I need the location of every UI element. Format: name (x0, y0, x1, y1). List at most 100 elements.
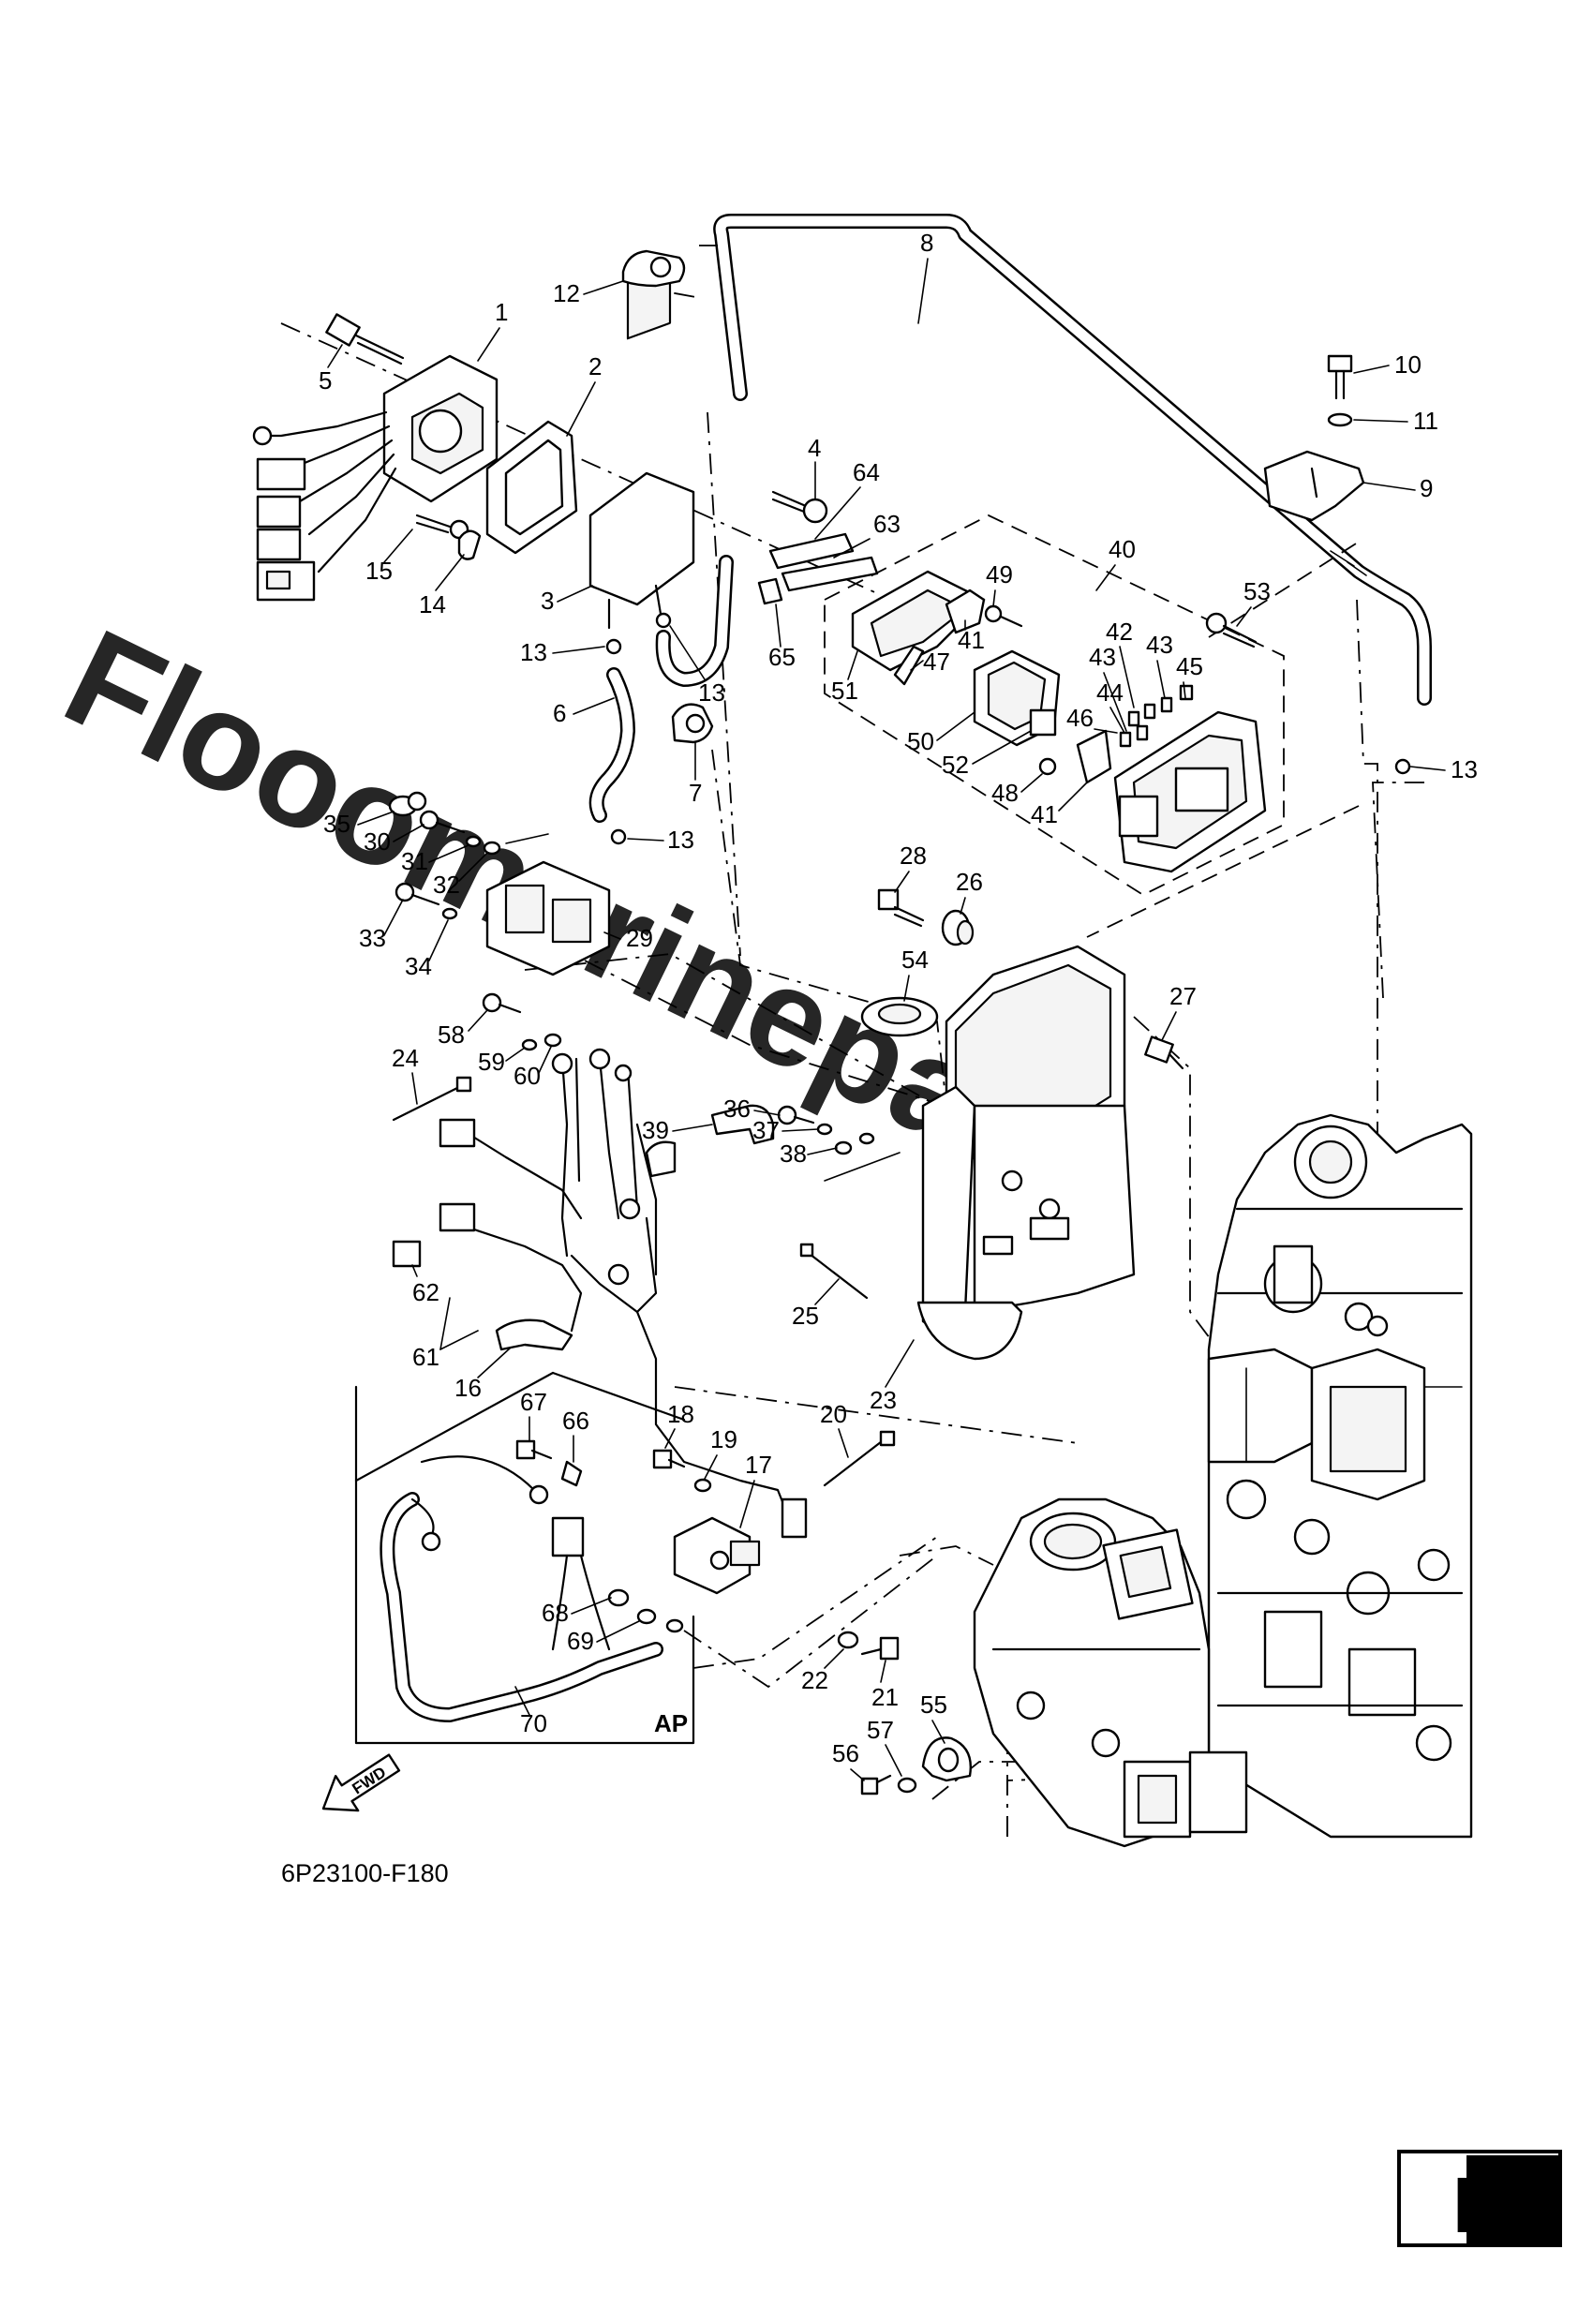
callout-12: 12 (553, 279, 580, 307)
page-tag: E6 (1397, 2150, 1562, 2249)
callout-17: 17 (745, 1451, 772, 1479)
callout-5: 5 (319, 366, 332, 395)
callout-58: 58 (438, 1020, 465, 1049)
part-30-bolt (419, 810, 466, 834)
callout-24: 24 (392, 1044, 419, 1072)
callout-29: 29 (626, 924, 653, 952)
page-tag-label: E6 (1452, 2161, 1549, 2249)
callout-39: 39 (642, 1116, 669, 1144)
callout-40: 40 (1109, 535, 1136, 563)
callout-37: 37 (752, 1116, 780, 1144)
part-26-grommet (941, 909, 975, 946)
callout-46: 46 (1066, 704, 1094, 732)
callout-8: 8 (920, 229, 933, 257)
part-33-bolt (394, 882, 440, 906)
callout-42: 42 (1106, 618, 1133, 646)
part-22-washer (837, 1631, 859, 1649)
callout-56: 56 (832, 1739, 859, 1767)
callout-68: 68 (542, 1599, 569, 1627)
part-47-strip (893, 645, 925, 686)
part-6-hose (588, 667, 635, 823)
part-49-screw (984, 604, 1023, 628)
callout-43b: 43 (1146, 631, 1173, 659)
callout-63: 63 (873, 510, 901, 538)
callout-30: 30 (364, 827, 391, 856)
part-56-bolt (860, 1774, 892, 1795)
callout-36: 36 (723, 1095, 751, 1123)
part-16-clamp (495, 1318, 573, 1351)
callout-15: 15 (365, 557, 393, 585)
part-21-bolt (860, 1636, 900, 1661)
part-52-grommet (1029, 708, 1057, 737)
callout-14: 14 (419, 590, 446, 618)
callout-21: 21 (871, 1683, 899, 1711)
callout-59: 59 (478, 1048, 505, 1076)
part-53-screw (1205, 612, 1258, 648)
callout-67: 67 (520, 1388, 547, 1416)
throttle-body (973, 1497, 1248, 1848)
hose-3-to-8 (655, 555, 734, 687)
callout-38: 38 (780, 1140, 807, 1168)
callout-32: 32 (433, 871, 460, 899)
part-39-elbow (710, 1104, 775, 1145)
part-32-washer (483, 833, 549, 856)
ecu-group-dashed-box (824, 514, 1285, 897)
callout-23: 23 (870, 1386, 897, 1414)
callout-27: 27 (1169, 982, 1197, 1010)
part-9-bracket (1263, 450, 1365, 522)
part-11-washer (1327, 412, 1353, 427)
part-37-washer (816, 1123, 833, 1136)
callout-13b: 13 (698, 678, 725, 707)
callout-62: 62 (412, 1278, 439, 1306)
part-3-bracket (588, 265, 695, 630)
engine-block (1207, 1113, 1473, 1839)
part-17-relay (673, 1497, 808, 1595)
part-14-clip (457, 529, 482, 560)
part-59-washer (521, 1038, 538, 1051)
callout-44: 44 (1096, 678, 1124, 707)
callout-18: 18 (667, 1400, 694, 1428)
callout-11: 11 (1413, 407, 1438, 435)
part-35-cap (388, 791, 427, 817)
part-15-bolt (415, 514, 469, 540)
part-54-grommet (860, 996, 939, 1037)
ecu-unit (1113, 710, 1267, 873)
callout-labels: 1 2 3 4 5 6 7 8 9 10 11 12 13 13 13 13 1… (319, 229, 1478, 1781)
callout-41a: 41 (958, 626, 985, 654)
part-48-screw (1038, 757, 1057, 776)
part-1-module (252, 354, 499, 602)
fwd-arrow: FWD (321, 1753, 401, 1812)
part-19-washer (693, 1478, 712, 1493)
part-13-clips (605, 612, 1411, 845)
callout-47: 47 (923, 648, 950, 676)
diagram-code: 6P23100-F180 (281, 1859, 449, 1887)
wiring-harness (392, 1048, 798, 1539)
callout-19: 19 (710, 1425, 737, 1453)
callout-64: 64 (853, 458, 880, 486)
callout-54: 54 (901, 946, 929, 974)
part-57-washer (897, 1777, 917, 1794)
callout-69: 69 (567, 1627, 594, 1655)
callout-49: 49 (986, 560, 1013, 588)
part-12-clamp (621, 249, 686, 288)
callout-22: 22 (801, 1666, 828, 1694)
callout-4: 4 (808, 434, 821, 462)
part-7-clamp (671, 703, 714, 744)
callout-35: 35 (323, 810, 350, 838)
callout-55: 55 (920, 1691, 947, 1719)
part-23-bracket (916, 945, 1136, 1361)
callout-66: 66 (562, 1407, 589, 1435)
part-25-cable-tie (799, 1243, 869, 1300)
hose-8 (713, 214, 1432, 706)
part-55-clamp (921, 1736, 972, 1782)
part-60-washer (543, 1033, 562, 1048)
callout-52: 52 (942, 751, 969, 779)
callout-43a: 43 (1089, 643, 1116, 671)
part-27-bolt (1144, 1035, 1184, 1070)
callout-51: 51 (831, 677, 858, 705)
callout-1: 1 (495, 298, 508, 326)
callout-13a: 13 (520, 638, 547, 666)
callout-60: 60 (514, 1062, 541, 1090)
callout-48: 48 (991, 779, 1019, 807)
